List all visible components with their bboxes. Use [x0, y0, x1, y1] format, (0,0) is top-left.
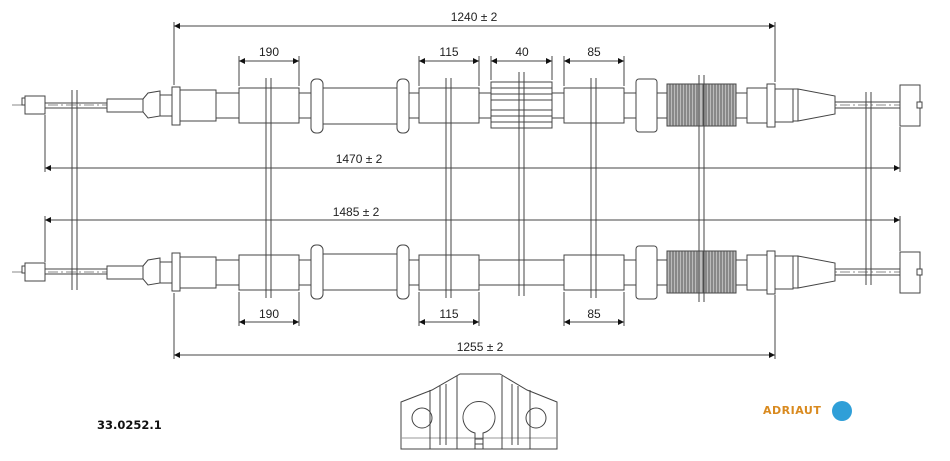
lower-left-flange: [171, 252, 181, 292]
dim-label-115-lower: 115: [439, 307, 458, 321]
upper-clip-1: [310, 78, 324, 134]
bracket-center-slot: [462, 401, 496, 450]
brand-logo: ADRIAUT: [763, 404, 822, 417]
part-number: 33.0252.1: [97, 418, 162, 432]
break-lines: [71, 72, 872, 302]
upper-right-ferrule: [797, 88, 836, 122]
upper-left-end-fitting: [24, 95, 46, 115]
lower-clip-2: [396, 244, 410, 300]
upper-right-flange: [766, 83, 776, 128]
dim-label-85-upper: 85: [587, 45, 601, 59]
bracket-right-hole: [525, 407, 547, 429]
dim-label-85-lower: 85: [587, 307, 601, 321]
dim-label-1485: 1485 ± 2: [333, 205, 380, 219]
lower-right-clip: [635, 245, 658, 300]
lower-bellows: [666, 250, 737, 294]
upper-spring-40: [490, 81, 553, 129]
dim-label-115-upper: 115: [439, 45, 458, 59]
dim-label-190-lower: 190: [259, 307, 279, 321]
lower-grommet-190: [238, 254, 300, 291]
dim-label-190-upper: 190: [259, 45, 279, 59]
upper-grommet-190: [238, 87, 300, 124]
dim-label-1470: 1470 ± 2: [336, 152, 383, 166]
lower-right-ferrule: [797, 255, 836, 289]
upper-grommet-115: [418, 87, 480, 124]
lower-left-end-fitting: [24, 262, 46, 282]
lower-clip-1: [310, 244, 324, 300]
bracket-detail: [400, 373, 558, 450]
upper-cable: [12, 78, 923, 134]
upper-right-clip: [635, 78, 658, 133]
lower-grommet-115: [418, 254, 480, 291]
upper-grommet-85: [563, 87, 625, 124]
lower-grommet-85: [563, 254, 625, 291]
lower-right-flange: [766, 250, 776, 295]
upper-bellows: [666, 83, 737, 127]
cloud-circle-icon: [832, 401, 852, 421]
upper-left-flange: [171, 86, 181, 126]
upper-clip-2: [396, 78, 410, 134]
lower-cable: [12, 244, 923, 300]
dim-label-40-upper: 40: [515, 45, 529, 59]
bracket-left-hole: [411, 407, 433, 429]
dim-label-1255: 1255 ± 2: [457, 340, 504, 354]
upper-left-nipple: [142, 90, 161, 119]
dim-label-1240: 1240 ± 2: [451, 10, 498, 24]
lower-left-nipple: [142, 257, 161, 286]
